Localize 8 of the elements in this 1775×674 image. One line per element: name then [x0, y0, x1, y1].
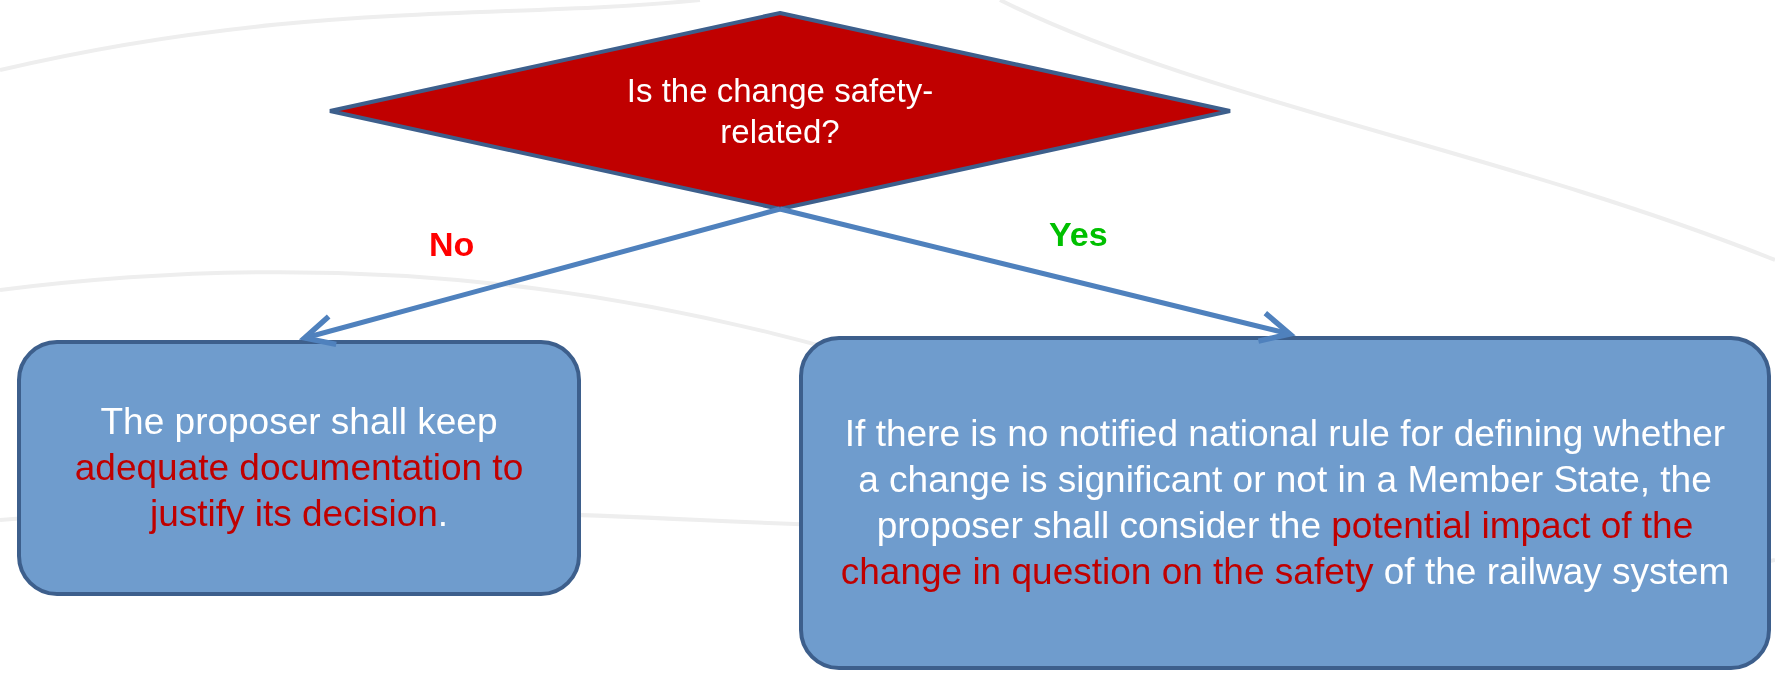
process-box — [799, 336, 1771, 670]
arrow — [301, 206, 781, 348]
decision-text: Is the change safety-related? — [625, 70, 935, 152]
process-box — [17, 340, 581, 596]
process-text: The proposer shall keep adequate documentation to justify its decision. — [73, 399, 525, 537]
arrow — [779, 206, 1293, 344]
process-text: If there is no notified national rule for defining whether a change is significant or not in a Member State, the proposer shall consider the potential impact of the change in question on the safety of the railway system — [839, 411, 1731, 595]
decision-diamond — [328, 11, 1232, 211]
